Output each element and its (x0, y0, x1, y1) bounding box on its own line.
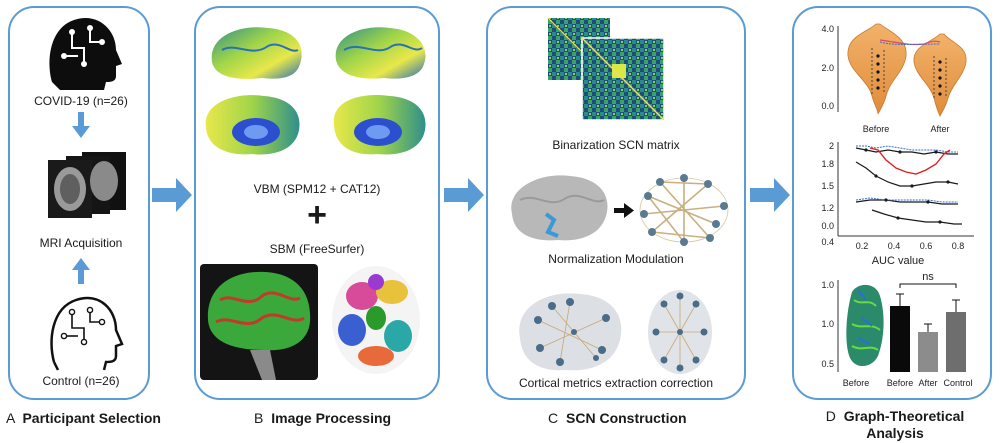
line-xtick: 0.6 (920, 241, 933, 251)
auc-line-plot: 2 1.8 1.5 1.2 0.0 0.4 0.2 0.4 0.6 0.8 AU… (821, 141, 974, 267)
line-xtick: 0.2 (856, 241, 869, 251)
arrow-up-icon (72, 258, 90, 284)
caption-d-title-2: Analysis (866, 425, 924, 441)
arrow-a-to-b (152, 178, 192, 212)
brain-medial-left-image (205, 95, 300, 155)
bar-xlabel-after: After (918, 378, 937, 388)
bar-xlabel-before: Before (887, 378, 914, 388)
caption-d: D Graph-Theoretical Analysis (800, 408, 990, 442)
brain-parcellation-image (332, 266, 420, 374)
caption-b: B Image Processing (254, 410, 391, 426)
bar-before (890, 306, 910, 372)
line-ytick: 1.5 (821, 181, 834, 191)
cortical-label: Cortical metrics extraction correction (518, 376, 714, 390)
bar-ytick: 0.5 (821, 359, 834, 369)
line-ytick: 0.4 (821, 237, 834, 247)
line-ytick: 2 (829, 141, 834, 151)
matrix-label: Binarization SCN matrix (552, 138, 680, 152)
violin-after (913, 33, 967, 117)
line-xtick: 0.4 (888, 241, 901, 251)
brain-before-label: Before (843, 378, 870, 388)
violin-xlabel-before: Before (863, 124, 890, 134)
bar-after (918, 332, 938, 372)
line-ytick: 1.8 (821, 159, 834, 169)
bar-xlabel-control: Control (943, 378, 972, 388)
caption-b-letter: B (254, 410, 264, 426)
normalization-label: Normalization Modulation (548, 252, 684, 266)
bar-chart: 1.0 1.0 0.5 ns Before Before After Contr… (821, 271, 972, 388)
caption-a-letter: A (6, 410, 15, 426)
plus-sign: + (307, 196, 327, 234)
caption-d-title-1: Graph-Theoretical (843, 408, 965, 424)
caption-b-title: Image Processing (271, 410, 392, 426)
bar-control (946, 312, 966, 372)
violin-plot: 4.0 2.0 0.0 Before After (821, 23, 967, 134)
violin-before (847, 23, 907, 115)
mri-sagittal-green-image (200, 264, 318, 380)
violin-ytick: 2.0 (821, 63, 834, 73)
mri-label: MRI Acquisition (39, 236, 123, 250)
caption-c: C SCN Construction (548, 410, 687, 426)
covid-head-icon (49, 18, 123, 90)
mri-slices-image (48, 152, 126, 218)
vbm-label: VBM (SPM12 + CAT12) (253, 182, 381, 196)
bar-ytick: 1.0 (821, 319, 834, 329)
arrow-right-black-icon (614, 203, 634, 218)
caption-d-letter: D (825, 408, 836, 424)
caption-c-letter: C (548, 410, 559, 426)
control-head-icon (50, 297, 124, 371)
sbm-label: SBM (FreeSurfer) (269, 242, 365, 256)
covid-label: COVID-19 (n=26) (34, 94, 128, 108)
caption-c-title: SCN Construction (566, 410, 687, 426)
line-ytick: 1.2 (821, 203, 834, 213)
cortical-network-axial-image (648, 290, 712, 374)
scn-matrix-front-image (581, 37, 665, 121)
line-xlabel: AUC value (872, 255, 925, 267)
caption-a-title: Participant Selection (22, 410, 161, 426)
bar-ytick: 1.0 (821, 280, 834, 290)
arrow-c-to-d (750, 178, 790, 212)
ns-label: ns (922, 271, 934, 283)
brain-gray-image (511, 175, 608, 241)
control-label: Control (n=26) (42, 374, 120, 388)
caption-a: A Participant Selection (6, 410, 161, 426)
violin-ytick: 4.0 (821, 24, 834, 34)
violin-ytick: 0.0 (821, 101, 834, 111)
line-xtick: 0.8 (952, 241, 965, 251)
arrow-down-icon (72, 112, 90, 138)
network-graph-image (639, 174, 729, 246)
line-ytick: 0.0 (821, 221, 834, 231)
arrow-b-to-c (444, 178, 484, 212)
cortical-network-lateral-image (519, 293, 622, 371)
brain-lateral-right-image (335, 27, 426, 79)
violin-xlabel-after: After (930, 124, 949, 134)
brain-lateral-left-image (211, 27, 302, 79)
brain-medial-right-image (333, 95, 426, 155)
